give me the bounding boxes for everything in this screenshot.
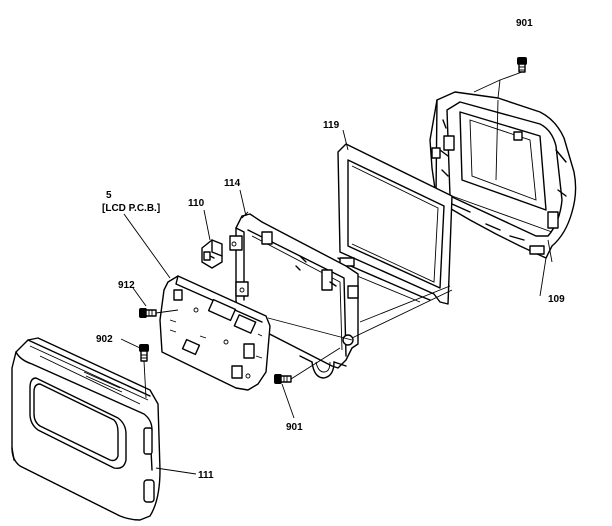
label-912: 912 [118,280,135,291]
label-901-top: 901 [516,18,533,29]
screw-912 [139,308,157,318]
label-5: 5 [106,190,112,201]
screw-902 [139,344,149,362]
screw-901-bottom [274,374,292,384]
part-111-front-cabinet [11,337,161,521]
screw-901-top [517,57,527,73]
part-5-lcd-pcb [159,275,271,391]
label-110: 110 [188,198,205,209]
label-5-lcd-pcb: [LCD P.C.B.] [102,203,160,214]
label-119: 119 [323,120,340,131]
assembly-lines [143,71,553,399]
label-114: 114 [224,178,241,189]
part-109-rear-frame [429,91,577,263]
label-902: 902 [96,334,113,345]
part-110-bracket [201,239,223,269]
label-901-bottom: 901 [286,422,303,433]
label-leaders [120,129,547,475]
label-111: 111 [198,470,214,481]
label-109: 109 [548,294,565,305]
